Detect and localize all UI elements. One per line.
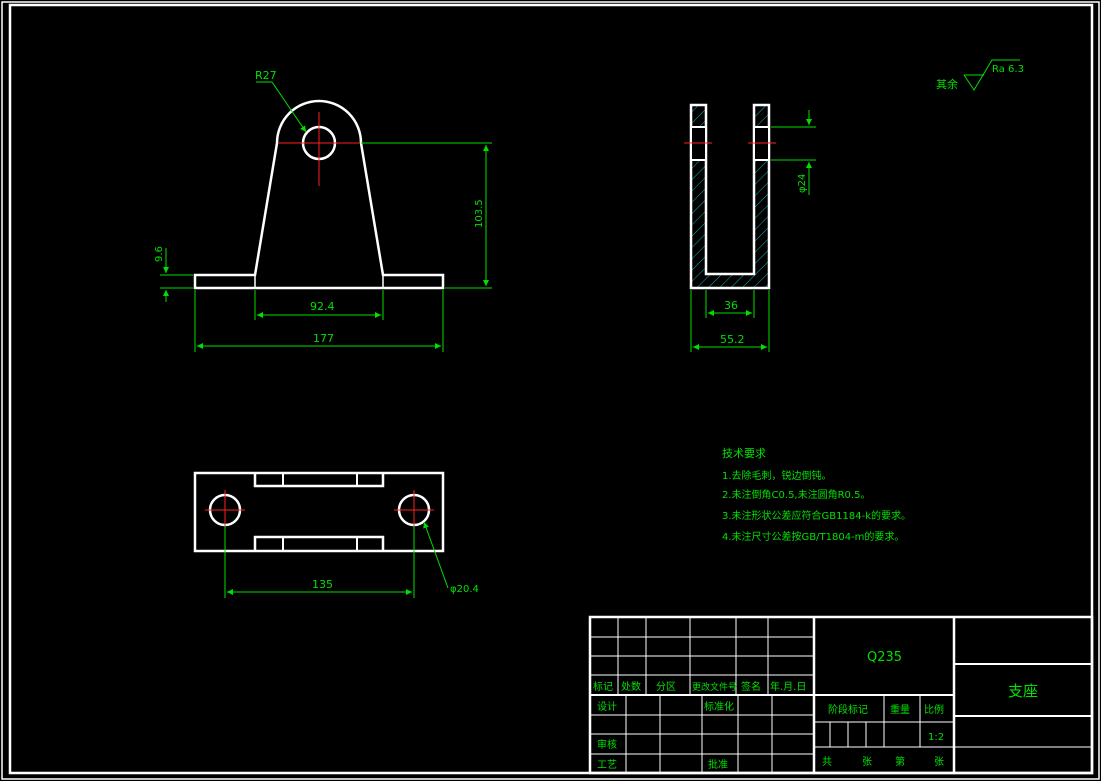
rev-header-doc: 更改文件号 — [692, 681, 737, 693]
sheet-unit-2: 张 — [934, 756, 944, 768]
sheet-unit-1: 张 — [862, 756, 872, 768]
hole-spacing-dimension: 135 — [224, 526, 415, 598]
inner-width-dimension: 92.4 — [254, 290, 384, 320]
inner-width-label: 92.4 — [310, 300, 335, 313]
part-name: 支座 — [1008, 682, 1038, 700]
hole-spacing-label: 135 — [312, 578, 333, 591]
side-overall-width-label: 55.2 — [720, 333, 745, 346]
slot-width-dimension: 36 — [705, 290, 755, 318]
side-view: φ24 36 55.2 — [684, 103, 816, 352]
tech-req-item-4: 4.未注尺寸公差按GB/T1804-m的要求。 — [722, 530, 904, 543]
overall-width-dimension: 177 — [194, 290, 444, 352]
rev-header-mark: 标记 — [593, 681, 613, 693]
technical-requirements: 技术要求 1.去除毛刺，锐边倒钝。 2.未注倒角C0.5,未注圆角R0.5。 3… — [722, 447, 911, 543]
rev-header-date: 年.月.日 — [770, 680, 806, 693]
side-view-outline — [689, 103, 771, 290]
surface-finish-prefix: 其余 — [936, 77, 958, 91]
standardization-label: 标准化 — [704, 700, 734, 713]
title-block — [588, 615, 1094, 775]
scale-label: 比例 — [924, 703, 944, 716]
top-view: 135 φ20.4 — [193, 471, 479, 598]
title-block-text: 标记 处数 分区 更改文件号 签名 年.月.日 设计 标准化 审核 工艺 批准 … — [593, 650, 1038, 771]
sheet-total-label: 共 — [822, 756, 832, 768]
side-hole-dimension: φ24 — [771, 110, 816, 195]
approve-label: 批准 — [708, 758, 728, 771]
top-hole-label: φ20.4 — [450, 584, 479, 595]
top-hole-dimension: φ20.4 — [423, 521, 479, 595]
tech-req-item-1: 1.去除毛刺，锐边倒钝。 — [722, 469, 832, 482]
weight-label: 重量 — [890, 703, 910, 716]
rev-header-zone: 分区 — [656, 681, 676, 693]
rev-header-count: 处数 — [621, 680, 641, 693]
front-view-outline — [193, 99, 445, 290]
side-overall-width-dimension: 55.2 — [690, 290, 770, 352]
tech-req-item-2: 2.未注倒角C0.5,未注圆角R0.5。 — [722, 488, 870, 501]
sheet-no-label: 第 — [895, 755, 905, 768]
side-hole-label: φ24 — [797, 174, 808, 193]
radius-label: R27 — [255, 69, 277, 82]
scale-value: 1:2 — [928, 732, 944, 743]
rev-header-sign: 签名 — [741, 680, 761, 693]
height-label: 103.5 — [474, 199, 485, 228]
tech-req-title: 技术要求 — [722, 447, 766, 460]
base-thickness-dimension: 9.6 — [154, 246, 193, 302]
stage-mark-label: 阶段标记 — [828, 703, 868, 716]
radius-dimension: R27 — [255, 69, 307, 133]
surface-finish-symbol: 其余 Ra 6.3 — [936, 59, 1024, 91]
review-label: 审核 — [597, 738, 617, 751]
height-dimension: 103.5 — [361, 142, 492, 289]
process-label: 工艺 — [597, 759, 617, 771]
overall-width-label: 177 — [313, 332, 334, 345]
surface-finish-value: Ra 6.3 — [992, 64, 1024, 75]
design-label: 设计 — [597, 700, 617, 713]
slot-width-label: 36 — [724, 299, 738, 312]
front-view: R27 103.5 9.6 92.4 17 — [154, 69, 492, 352]
base-thickness-label: 9.6 — [154, 246, 165, 262]
top-view-outline — [193, 471, 445, 553]
side-view-hatch — [691, 105, 769, 288]
material-value: Q235 — [867, 650, 902, 665]
tech-req-item-3: 3.未注形状公差应符合GB1184-k的要求。 — [722, 509, 911, 522]
